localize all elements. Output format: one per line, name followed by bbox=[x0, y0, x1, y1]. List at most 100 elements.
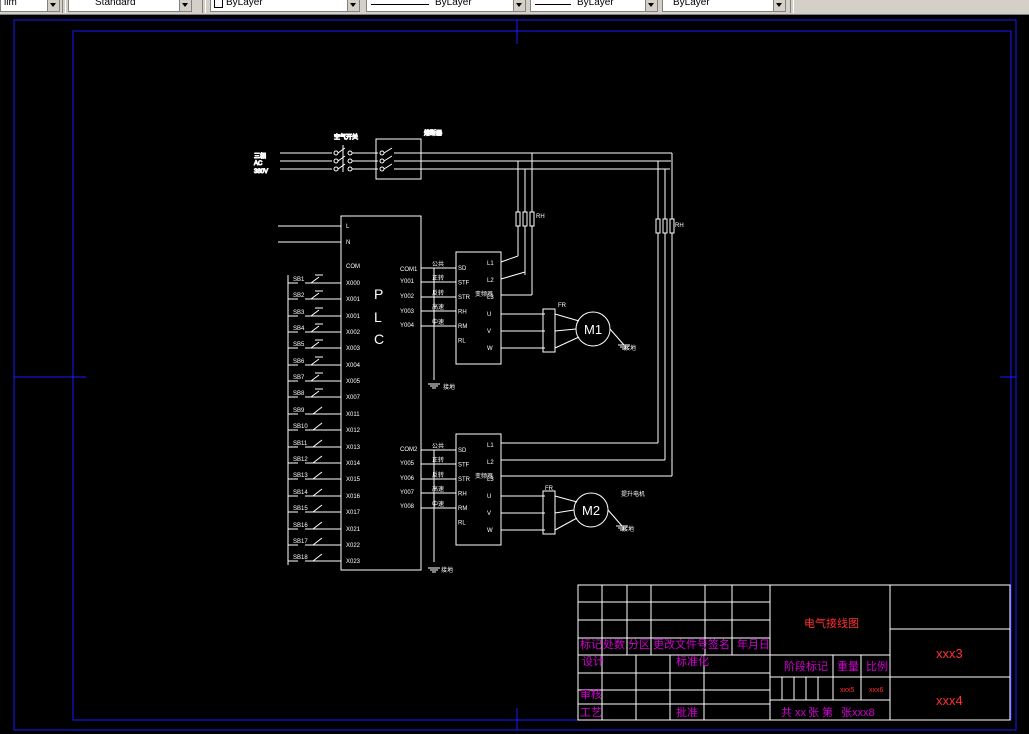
signal-label: 公共 bbox=[432, 442, 444, 450]
text-style-combo[interactable]: Standard bbox=[68, 0, 192, 12]
signal-label: 正转 bbox=[432, 274, 444, 282]
line-preview-icon bbox=[535, 4, 571, 5]
switch-label: SB13 bbox=[293, 473, 308, 479]
chevron-down-icon[interactable] bbox=[773, 0, 785, 11]
inverter-terminal-label: U bbox=[487, 312, 491, 318]
plc-output-label: Y008 bbox=[400, 504, 415, 510]
overload-relay bbox=[662, 218, 668, 234]
motor-wire bbox=[554, 517, 578, 531]
rh-label: RH bbox=[675, 223, 684, 229]
switch-label: SB3 bbox=[293, 310, 305, 316]
switch-label: SB9 bbox=[293, 408, 305, 414]
chevron-down-icon[interactable] bbox=[47, 0, 59, 11]
m2-note: 提升电机 bbox=[621, 490, 645, 498]
switch-label: SB11 bbox=[293, 441, 308, 447]
switch-blade bbox=[337, 163, 346, 170]
tb-code-a: xxx3 bbox=[936, 646, 963, 661]
chevron-down-icon[interactable] bbox=[645, 0, 657, 11]
ground-wire bbox=[609, 328, 625, 346]
lineweight-combo[interactable]: ByLayer bbox=[530, 0, 658, 12]
inverter-terminal-label: RH bbox=[458, 310, 467, 316]
switch-contact bbox=[347, 150, 353, 156]
inverter-terminal-label: V bbox=[487, 511, 491, 517]
tb-process: 工艺 bbox=[580, 706, 602, 719]
signal-label: 反转 bbox=[432, 289, 444, 297]
switch-label: SB8 bbox=[293, 391, 305, 397]
plc-output-label: Y007 bbox=[400, 490, 415, 496]
switch-contact bbox=[312, 471, 323, 480]
drawing-canvas[interactable]: 三相 AC 380V 空气开关 熔断器 L N COM P L C COM1 C… bbox=[0, 15, 1029, 734]
inverter-2: 变频器 bbox=[455, 433, 502, 546]
pushbutton-contact bbox=[310, 325, 320, 333]
plc-input-label: X021 bbox=[346, 527, 361, 533]
inverter-terminal-label: STF bbox=[458, 281, 470, 287]
switch-contact bbox=[333, 150, 339, 156]
pushbutton-contact bbox=[310, 374, 320, 382]
plc-input-label: X013 bbox=[346, 445, 361, 451]
tb-weight-value: xxx5 bbox=[840, 687, 855, 694]
plc-input-label: X005 bbox=[346, 379, 361, 385]
plc-input-label: X014 bbox=[346, 461, 361, 467]
switch-label: SB6 bbox=[293, 359, 305, 365]
plc-com1: COM1 bbox=[400, 267, 418, 273]
inverter-terminal-label: V bbox=[487, 329, 491, 335]
overload-relay bbox=[655, 218, 661, 234]
plc-output-label: Y001 bbox=[400, 279, 415, 285]
tb-sheet-suffix: 张 bbox=[841, 706, 852, 719]
color-combo-value: ByLayer bbox=[226, 0, 263, 8]
signal-label: 高速 bbox=[432, 303, 444, 311]
wiring bbox=[278, 145, 675, 573]
plc-input-label: X003 bbox=[346, 346, 361, 352]
inverter-terminal-label: W bbox=[487, 528, 493, 534]
inverter-terminal-label: W bbox=[487, 346, 493, 352]
switch-contact bbox=[312, 488, 323, 497]
ground-label: 接地 bbox=[622, 525, 634, 533]
lineweight-value: ByLayer bbox=[577, 0, 614, 8]
plc-input-label: X022 bbox=[346, 543, 361, 549]
ground-wire bbox=[607, 509, 623, 527]
layer-combo[interactable]: lim bbox=[0, 0, 60, 12]
switch-label: 空气开关 bbox=[334, 133, 358, 141]
power-section: 三相 AC 380V 空气开关 熔断器 bbox=[254, 129, 443, 180]
chevron-down-icon[interactable] bbox=[513, 0, 525, 11]
overload-relay bbox=[529, 211, 535, 227]
plc-com: COM bbox=[346, 264, 360, 270]
properties-toolbar: lim Standard ByLayer ByLayer ByLayer ByL… bbox=[0, 0, 1029, 15]
inverter-name: 变频器 bbox=[475, 472, 493, 480]
signal-label: 中速 bbox=[432, 318, 444, 326]
plc-input-label: X012 bbox=[346, 428, 361, 434]
plc-input-label: X016 bbox=[346, 494, 361, 500]
inverter-terminal-label: STR bbox=[458, 295, 471, 301]
tb-header-date: 年月日 bbox=[737, 637, 770, 651]
tb-code-b: xxx4 bbox=[936, 693, 963, 708]
fuse-label: 熔断器 bbox=[424, 129, 442, 137]
color-combo[interactable]: ByLayer bbox=[210, 0, 360, 12]
tb-total: xx bbox=[795, 707, 807, 719]
overload-relay bbox=[522, 211, 528, 227]
inverter-terminal-label: U bbox=[487, 494, 491, 500]
color-swatch-icon bbox=[214, 0, 223, 8]
inverter-terminal-label: STF bbox=[458, 463, 470, 469]
signal-label: 高速 bbox=[432, 485, 444, 493]
tb-design: 设计 bbox=[582, 655, 604, 668]
switch-contact bbox=[312, 504, 323, 513]
motor-m2-label: M2 bbox=[582, 503, 600, 518]
tb-scale-value: xxx6 bbox=[869, 687, 884, 694]
inverter-terminal-label: RM bbox=[458, 324, 467, 330]
chevron-down-icon[interactable] bbox=[179, 0, 191, 11]
tap-line bbox=[500, 255, 519, 263]
tb-title: 电气接线图 bbox=[804, 616, 859, 630]
toolbar-separator bbox=[62, 0, 66, 13]
switch-label: SB5 bbox=[293, 342, 305, 348]
layer-combo-value: lim bbox=[4, 0, 17, 8]
tb-sheet: xxx8 bbox=[852, 707, 875, 719]
plotstyle-combo[interactable]: ByLayer bbox=[662, 0, 786, 12]
plc-letter: C bbox=[374, 331, 384, 347]
switch-contact bbox=[347, 166, 353, 172]
linetype-combo[interactable]: ByLayer bbox=[366, 0, 526, 12]
chevron-down-icon[interactable] bbox=[347, 0, 359, 11]
plc-input-label: X011 bbox=[346, 412, 360, 418]
switch-label: SB4 bbox=[293, 326, 305, 332]
switch-contact bbox=[333, 166, 339, 172]
plc-input-label: X001 bbox=[346, 297, 361, 303]
